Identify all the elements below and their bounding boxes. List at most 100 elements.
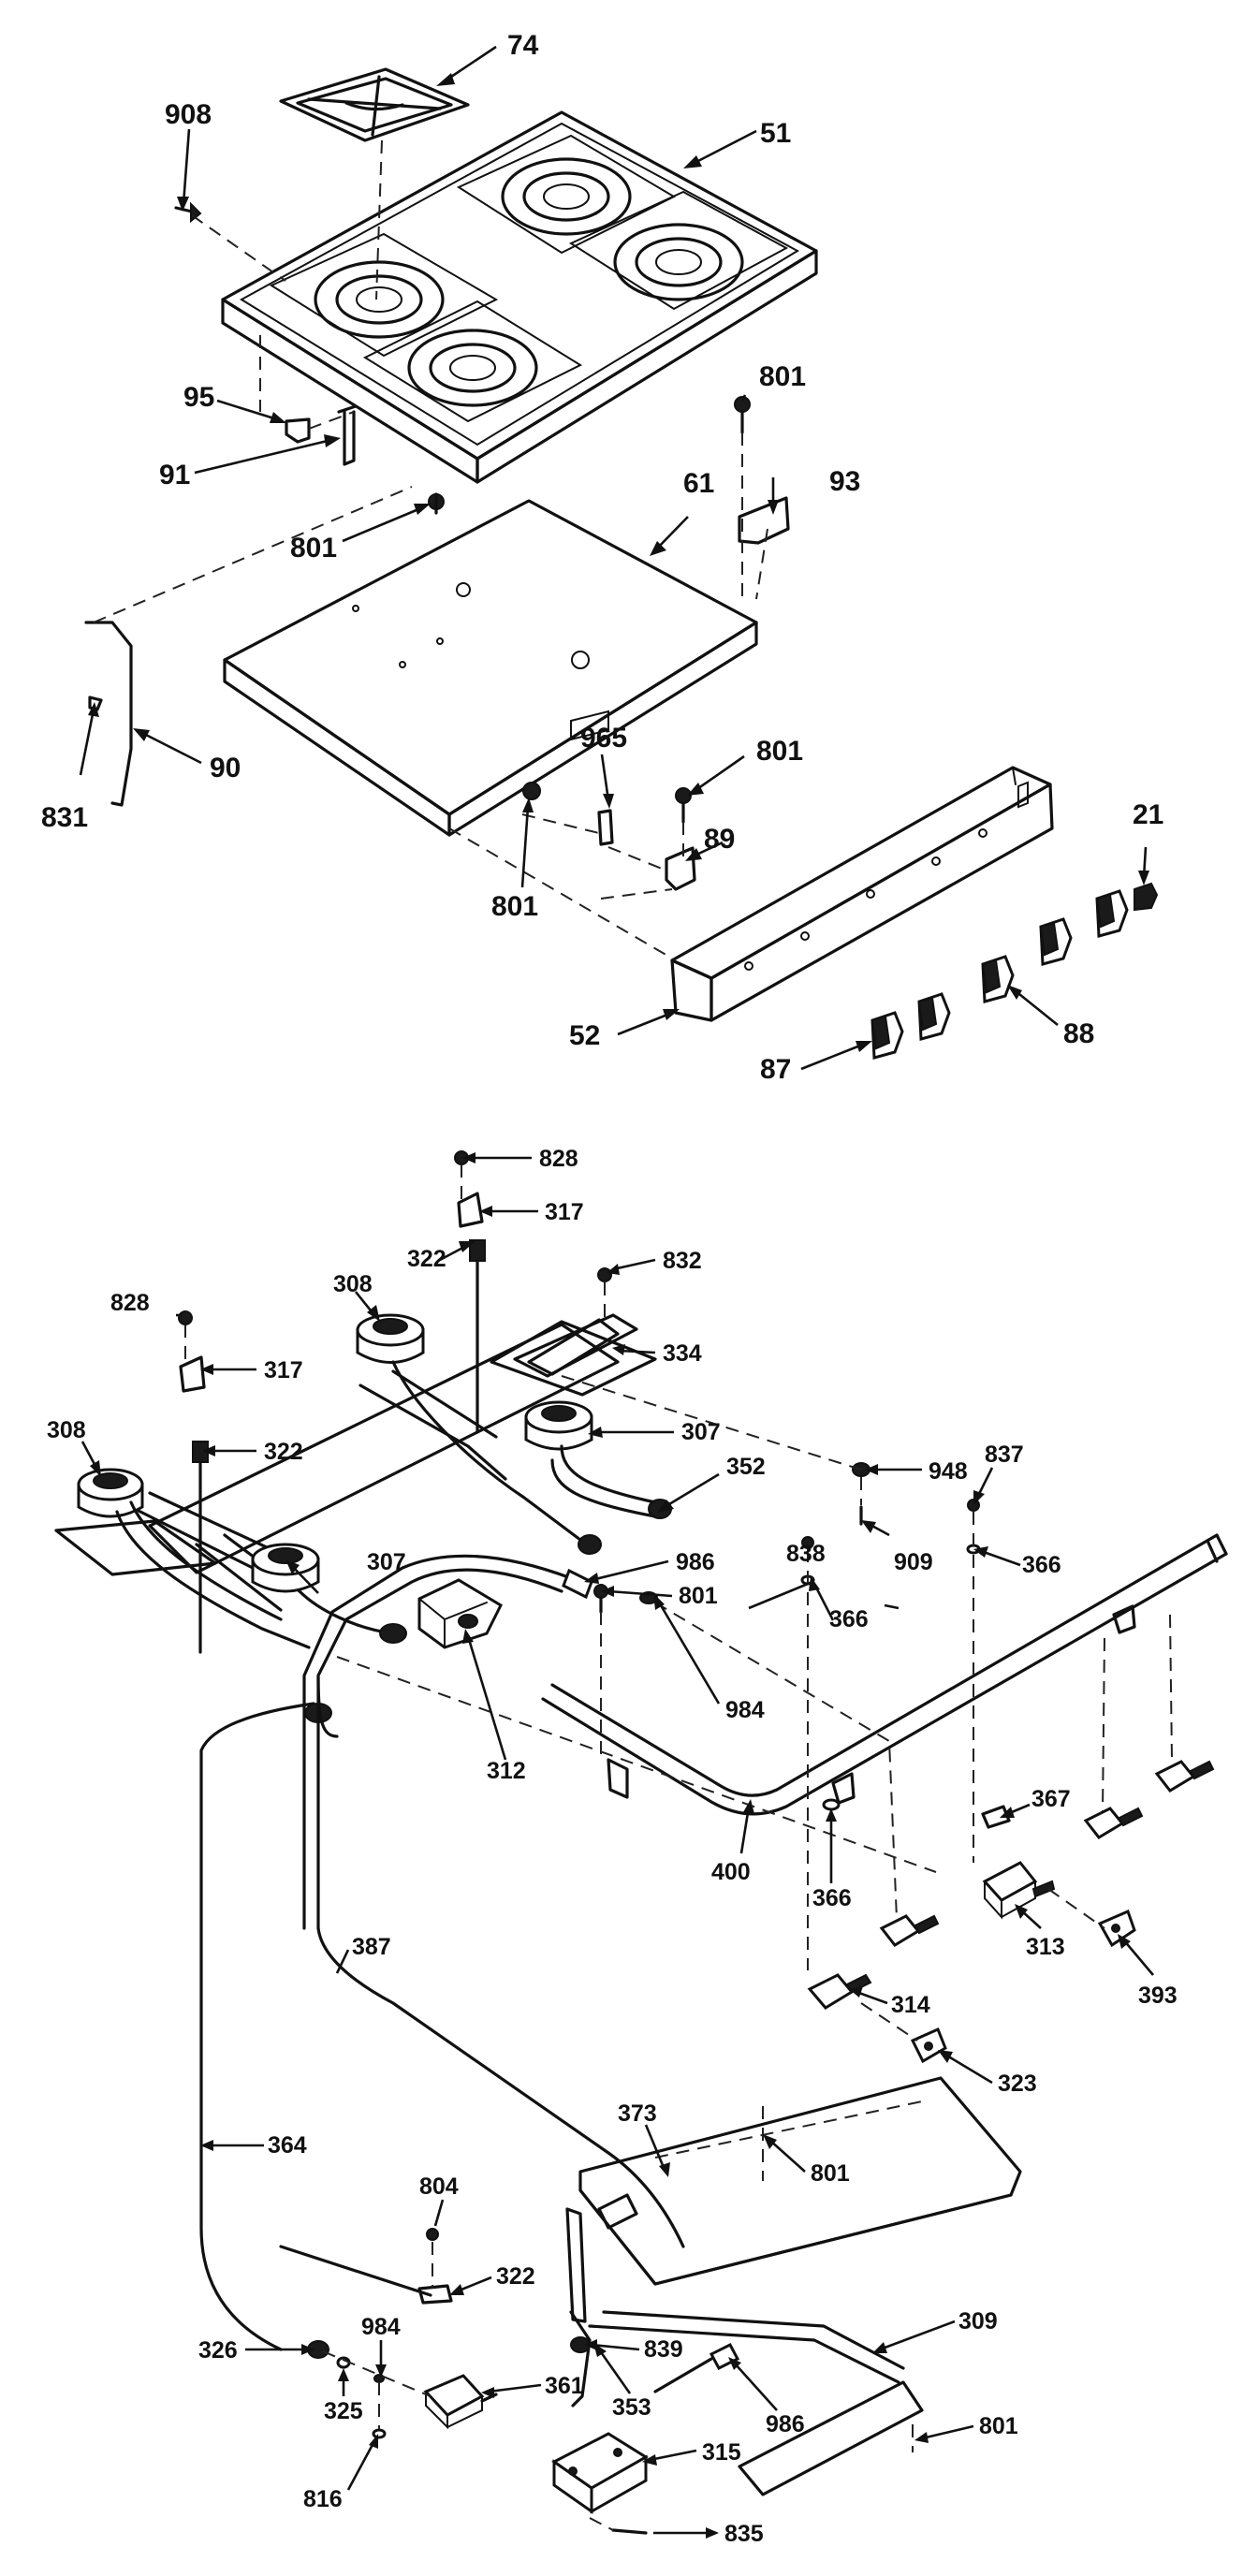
knob-88-a	[1095, 889, 1129, 938]
callout-801-g: 801	[979, 2413, 1018, 2439]
callout-317-b: 317	[264, 1357, 303, 1383]
callout-334: 334	[663, 1340, 702, 1367]
callout-87: 87	[760, 1054, 791, 1085]
cap-393	[1097, 1909, 1136, 1948]
burner-grate	[279, 67, 470, 142]
screw-804	[426, 2228, 439, 2241]
callout-labels: 74 908 51 95 91 801 801 61 93 831 90 965…	[41, 30, 1178, 2547]
burner-307-rear	[524, 1400, 593, 1451]
bracket-317-rear	[457, 1192, 484, 1228]
callout-804: 804	[419, 2174, 459, 2200]
knob-88-c	[981, 955, 1015, 1003]
pressure-regulator-312	[417, 1578, 503, 1649]
callout-801-e: 801	[679, 1583, 718, 1609]
callout-393: 393	[1138, 1983, 1178, 2009]
callout-908: 908	[165, 99, 212, 130]
callout-315: 315	[702, 2439, 741, 2466]
callout-307-a: 307	[681, 1419, 721, 1445]
burner-308-left	[77, 1468, 144, 1518]
valve-314	[807, 1973, 872, 2010]
venturi-tubes	[115, 1360, 672, 1723]
cap-323	[910, 2027, 947, 2064]
callout-308-a: 308	[333, 1271, 373, 1297]
valve-b	[1083, 1807, 1144, 1839]
callout-832: 832	[663, 1248, 702, 1274]
tube-364	[199, 1702, 315, 2351]
screw-828-left	[178, 1310, 193, 1325]
clip-965	[597, 809, 614, 846]
burner-valves	[807, 1760, 1215, 2010]
callout-308-b: 308	[47, 1417, 86, 1443]
cooktop-panel	[221, 110, 818, 484]
screw-801-e	[593, 1584, 608, 1614]
callout-88: 88	[1063, 1018, 1094, 1049]
callout-95: 95	[183, 382, 214, 413]
callout-326: 326	[198, 2337, 238, 2364]
callout-801-c: 801	[756, 736, 803, 767]
callout-323: 323	[998, 2071, 1037, 2097]
callout-61: 61	[683, 468, 714, 499]
callout-51: 51	[760, 118, 791, 149]
valve-c	[879, 1914, 940, 1947]
callout-373: 373	[618, 2100, 657, 2127]
assembly-guide-lines-bottom	[322, 2106, 914, 2531]
thermostat-361	[423, 2374, 498, 2430]
washer-366-c	[822, 1798, 841, 1811]
callout-307-b: 307	[367, 1549, 406, 1575]
callout-816: 816	[303, 2486, 343, 2512]
callout-984-b: 984	[361, 2314, 401, 2340]
bracket-91	[337, 404, 358, 466]
bracket-334	[527, 1318, 620, 1376]
callout-948: 948	[929, 1458, 968, 1485]
valve-313	[982, 1861, 1056, 1920]
bracket-839-353	[565, 2193, 638, 2408]
leader-lines	[79, 45, 1154, 2539]
callout-367: 367	[1031, 1786, 1071, 1812]
spark-rod-bracket-322	[279, 2245, 453, 2305]
callout-322-a: 322	[407, 1246, 446, 1272]
burner-box-pan	[223, 499, 758, 837]
callout-986-b: 986	[766, 2411, 805, 2437]
burner-307-front	[251, 1543, 320, 1593]
clip-89	[665, 846, 696, 891]
callout-74: 74	[507, 30, 539, 61]
screw-801-b	[734, 396, 751, 434]
knob-set	[870, 882, 1159, 1060]
callout-366-c: 366	[812, 1885, 852, 1911]
callout-90: 90	[210, 753, 241, 783]
valve-a	[1154, 1760, 1215, 1793]
callout-801-f: 801	[811, 2160, 850, 2187]
callout-984-a: 984	[725, 1697, 765, 1723]
assembly-guide-lines-upper	[93, 139, 768, 960]
washer-816	[372, 2428, 387, 2439]
callout-353: 353	[612, 2394, 651, 2421]
callout-835: 835	[724, 2521, 764, 2547]
burner-frame	[54, 1313, 657, 1612]
callout-325: 325	[324, 2398, 363, 2424]
clip-95	[285, 417, 311, 444]
clip-831	[88, 695, 103, 711]
callout-828-b: 828	[110, 1290, 150, 1316]
callout-52: 52	[569, 1020, 600, 1051]
clip-984-lower	[373, 2374, 385, 2383]
fitting-986-upper	[562, 1568, 593, 1600]
callout-965: 965	[580, 723, 627, 754]
callout-93: 93	[829, 466, 860, 497]
callout-801-a: 801	[290, 533, 337, 564]
fitting-986-lower	[653, 2343, 740, 2393]
knob-87-a	[917, 992, 951, 1041]
callout-91: 91	[159, 460, 190, 490]
screw-801-c	[675, 787, 692, 824]
callout-21: 21	[1133, 799, 1163, 830]
callout-352: 352	[726, 1454, 766, 1480]
screw-832	[597, 1267, 612, 1282]
callout-986-a: 986	[676, 1549, 715, 1575]
callout-839: 839	[644, 2336, 683, 2363]
callout-364: 364	[268, 2132, 307, 2159]
callout-361: 361	[545, 2373, 584, 2399]
callout-831: 831	[41, 802, 88, 833]
callout-909: 909	[894, 1549, 933, 1575]
rod-90	[84, 621, 133, 807]
igniter-322-rear	[469, 1239, 486, 1434]
screw-838	[801, 1536, 814, 1549]
